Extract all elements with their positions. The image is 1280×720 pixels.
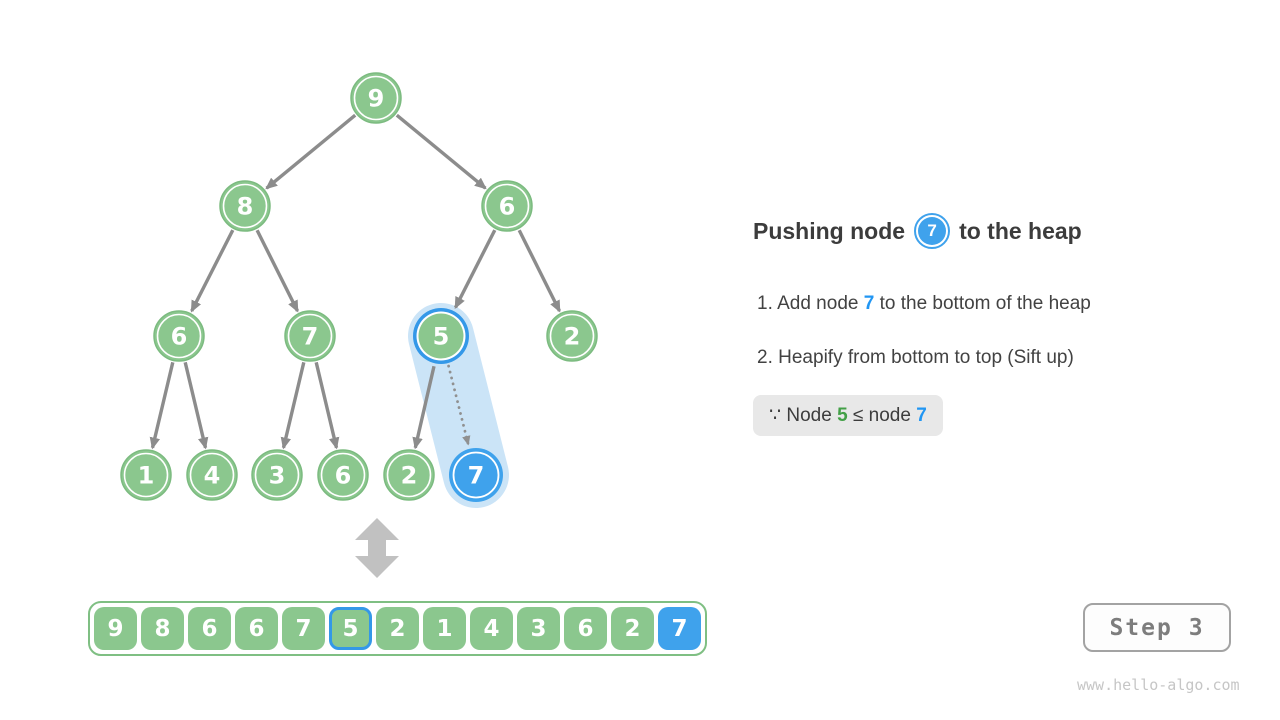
node-value: 3 xyxy=(269,462,286,490)
tree-node-2-l3: 2 xyxy=(546,310,598,362)
heap-tree-diagram: 9 8 6 6 7 5 2 1 4 xyxy=(120,72,598,578)
tree-node-7-pushed: 7 xyxy=(449,448,503,502)
array-cell: 4 xyxy=(470,607,513,650)
title-prefix: Pushing node xyxy=(753,217,906,244)
step-item-2: 2. Heapify from bottom to top (Sift up) xyxy=(757,347,1091,369)
step-marker: 1. xyxy=(757,293,773,314)
tree-node-9: 9 xyxy=(350,72,402,124)
node-value: 9 xyxy=(368,85,385,113)
node-value: 6 xyxy=(335,462,352,490)
tree-node-1: 1 xyxy=(120,449,172,501)
array-cell: 7 xyxy=(282,607,325,650)
node-value: 4 xyxy=(204,462,221,490)
tree-edge xyxy=(280,361,306,450)
tree-edge xyxy=(453,229,497,310)
node-value: 6 xyxy=(499,193,516,221)
relation-symbol: ≤ xyxy=(852,405,864,426)
array-cell-outlined: 5 xyxy=(329,607,372,650)
heap-array: 9 8 6 6 7 5 2 1 4 3 6 2 7 xyxy=(88,601,707,656)
tree-edge xyxy=(190,229,235,313)
array-cell: 6 xyxy=(235,607,278,650)
node-value: 6 xyxy=(171,323,188,351)
step-text: Add node xyxy=(777,293,859,314)
tree-node-2-l4: 2 xyxy=(383,449,435,501)
note-green-value: 5 xyxy=(837,405,848,426)
array-cell: 1 xyxy=(423,607,466,650)
because-symbol: ∵ xyxy=(769,405,782,426)
tree-edge xyxy=(255,229,300,313)
pushed-node-value: 7 xyxy=(918,217,947,245)
node-value: 7 xyxy=(302,323,319,351)
tree-edges xyxy=(149,113,562,450)
tree-node-8: 8 xyxy=(219,180,271,232)
step-marker: 2. xyxy=(757,347,773,368)
note-blue-value: 7 xyxy=(916,405,927,426)
tree-node-3: 3 xyxy=(251,449,303,501)
node-value: 8 xyxy=(237,193,254,221)
node-value: 2 xyxy=(564,323,581,351)
step-highlight-value: 7 xyxy=(863,293,875,314)
step-text: Heapify from bottom to top (Sift up) xyxy=(778,347,1074,368)
tree-edge xyxy=(517,229,562,313)
tree-node-6-right: 6 xyxy=(481,180,533,232)
tree-array-sync-arrow xyxy=(355,518,399,578)
title-suffix: to the heap xyxy=(959,217,1082,244)
array-cell: 2 xyxy=(376,607,419,650)
tree-edge xyxy=(395,113,487,190)
comparison-note: ∵ Node 5 ≤ node 7 xyxy=(753,395,943,436)
node-value: 7 xyxy=(468,462,485,490)
array-cell: 2 xyxy=(611,607,654,650)
tree-node-6-l4: 6 xyxy=(317,449,369,501)
array-cell: 8 xyxy=(141,607,184,650)
tree-edge xyxy=(314,361,340,450)
tree-node-6-l3: 6 xyxy=(153,310,205,362)
page-title: Pushing node 7 to the heap xyxy=(753,213,1082,249)
step-badge: Step 3 xyxy=(1083,603,1231,652)
tree-edge xyxy=(265,113,357,190)
tree-node-5-highlighted: 5 xyxy=(413,308,469,364)
step-text: to the bottom of the heap xyxy=(879,293,1091,314)
array-cell: 6 xyxy=(564,607,607,650)
array-cell-pushed: 7 xyxy=(658,607,701,650)
tree-node-7-l3: 7 xyxy=(284,310,336,362)
pushed-node-badge: 7 xyxy=(914,213,951,249)
tree-edge xyxy=(183,361,209,450)
sift-up-dotted-arrow xyxy=(447,364,471,446)
note-text: Node xyxy=(786,405,832,426)
node-value: 1 xyxy=(138,462,155,490)
tree-edge xyxy=(412,365,436,450)
tree-node-4: 4 xyxy=(186,449,238,501)
array-cell: 6 xyxy=(188,607,231,650)
array-cell: 9 xyxy=(94,607,137,650)
node-value: 2 xyxy=(401,462,418,490)
step-item-1: 1. Add node 7 to the bottom of the heap xyxy=(757,293,1091,315)
node-value: 5 xyxy=(433,323,450,351)
tree-edge xyxy=(149,361,175,450)
steps-list: 1. Add node 7 to the bottom of the heap … xyxy=(757,293,1091,401)
array-cell: 3 xyxy=(517,607,560,650)
watermark: www.hello-algo.com xyxy=(1077,676,1240,694)
note-text: node xyxy=(868,405,911,426)
